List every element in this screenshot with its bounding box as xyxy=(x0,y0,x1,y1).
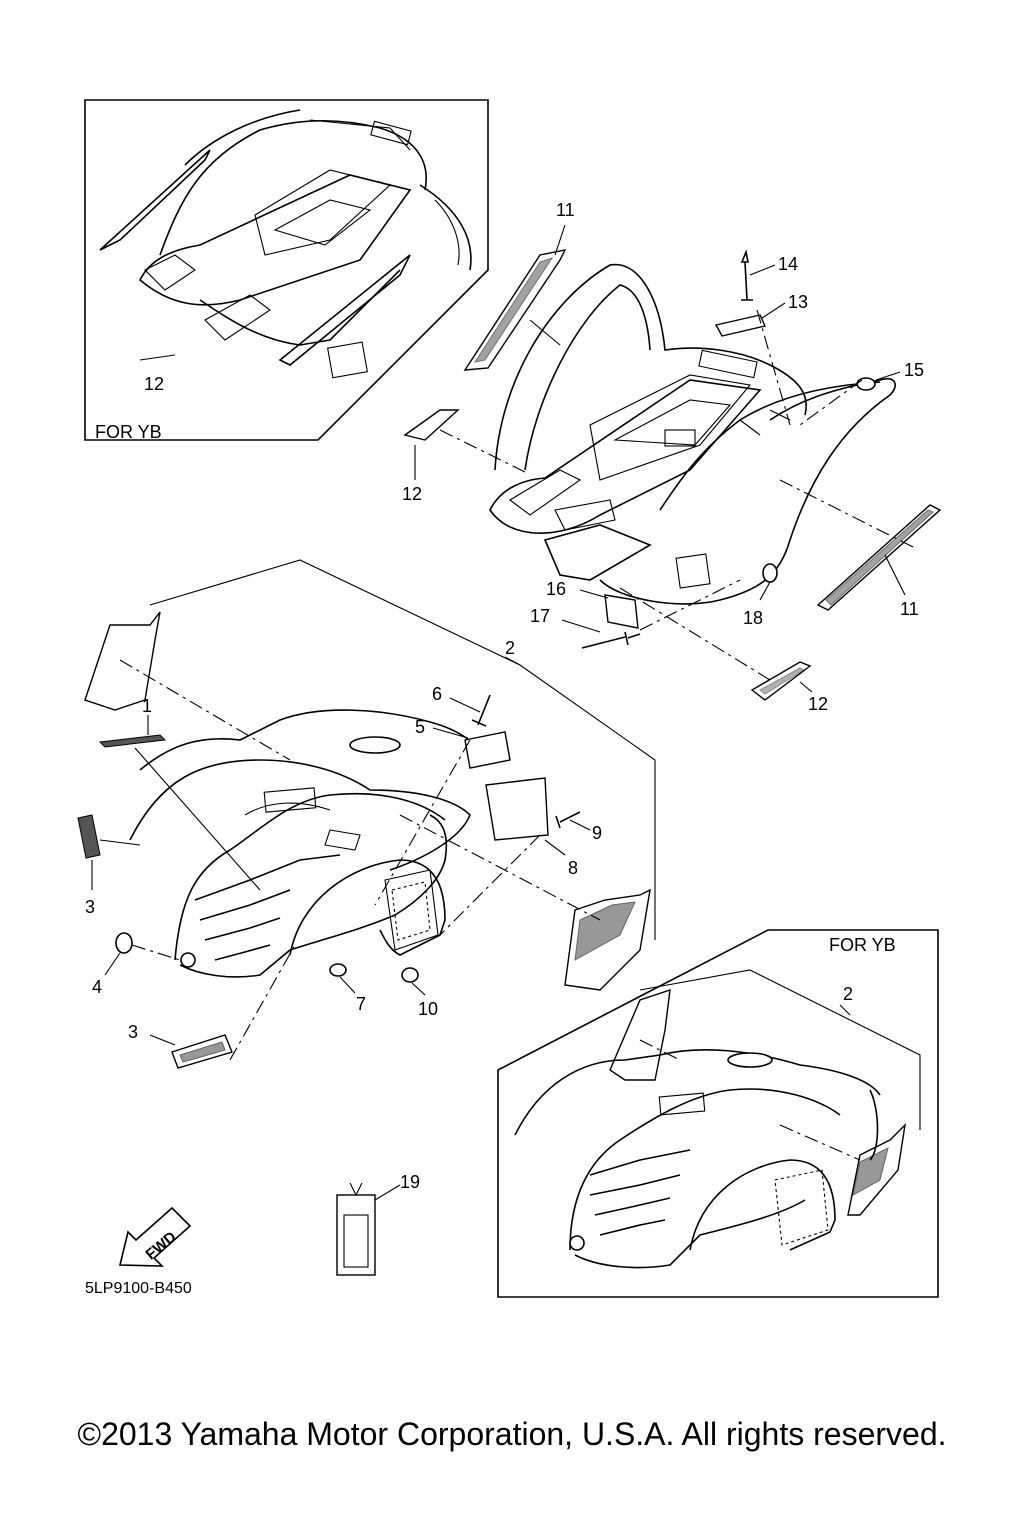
callout-3-front: 3 xyxy=(128,1022,138,1042)
callout-16: 16 xyxy=(546,579,566,599)
inset-bottom-label: FOR YB xyxy=(829,935,896,955)
rivet-17 xyxy=(581,631,641,649)
inset-box-bottom: FOR YB 2 xyxy=(497,929,939,1298)
callout-10: 10 xyxy=(418,999,438,1019)
plate-13 xyxy=(714,314,766,337)
callout-12-inset: 12 xyxy=(144,374,164,394)
callout-1: 1 xyxy=(142,696,152,716)
callout-12-mid: 12 xyxy=(402,484,422,504)
inset-box-top: FOR YB 12 xyxy=(84,99,489,442)
callout-13: 13 xyxy=(788,292,808,312)
decal-3-left xyxy=(77,814,101,859)
decal-12-lower xyxy=(750,661,812,701)
callout-2: 2 xyxy=(505,638,515,658)
plate-16 xyxy=(604,594,639,629)
fwd-arrow: FWD xyxy=(118,1206,192,1267)
rear-fender-inset xyxy=(99,109,472,379)
grommet-15 xyxy=(856,377,876,391)
grommet-18 xyxy=(762,563,778,583)
grommet-10 xyxy=(401,967,419,983)
badge-4 xyxy=(115,932,133,954)
callout-9: 9 xyxy=(592,823,602,843)
label-tag-19: 19 xyxy=(336,1172,420,1276)
callout-8: 8 xyxy=(568,858,578,878)
callout-19: 19 xyxy=(400,1172,420,1192)
callout-7: 7 xyxy=(356,994,366,1014)
callout-14: 14 xyxy=(778,254,798,274)
callout-3-left: 3 xyxy=(85,897,95,917)
rivet-9 xyxy=(555,811,581,829)
callout-18: 18 xyxy=(743,608,763,628)
inset-top-label: FOR YB xyxy=(95,422,162,442)
callout-17: 17 xyxy=(530,606,550,626)
callout-15: 15 xyxy=(904,360,924,380)
rear-fender-assembly: 11 12 14 13 15 xyxy=(402,200,942,714)
decal-12-mid xyxy=(403,409,460,441)
callout-12-lower: 12 xyxy=(808,694,828,714)
plate-8 xyxy=(485,777,549,841)
rivet-14 xyxy=(740,249,753,301)
callout-2-inset: 2 xyxy=(843,984,853,1004)
decal-1 xyxy=(98,734,167,748)
callout-11-upper: 11 xyxy=(556,200,575,220)
part-code: 5LP9100-B450 xyxy=(85,1280,192,1297)
front-fender-assembly: 2 1 3 4 xyxy=(77,559,656,1069)
callout-4: 4 xyxy=(92,977,102,997)
callout-5: 5 xyxy=(415,717,425,737)
grommet-7 xyxy=(329,963,347,977)
plate-5 xyxy=(464,731,511,769)
tag-19 xyxy=(336,1194,376,1276)
rivet-6 xyxy=(471,694,491,727)
callout-11-right: 11 xyxy=(900,599,919,619)
callout-6: 6 xyxy=(432,684,442,704)
copyright-notice: ©2013 Yamaha Motor Corporation, U.S.A. A… xyxy=(77,1416,947,1452)
